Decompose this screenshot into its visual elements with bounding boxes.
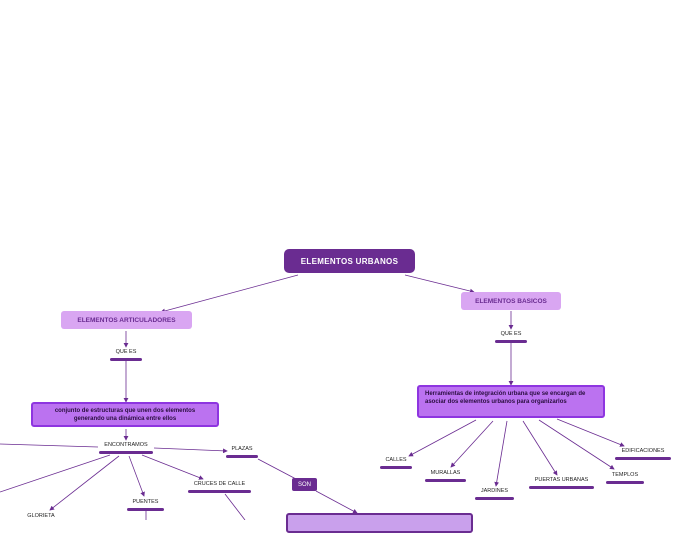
connector-son-box (315, 490, 358, 514)
right-item-jardines[interactable]: JARDINES (475, 488, 514, 500)
cruces-bar (188, 490, 251, 493)
connector-right-puertas (522, 420, 558, 476)
connector-right-murallas (450, 420, 494, 468)
calles-text: CALLES (385, 457, 407, 463)
jardines-bar (475, 497, 514, 500)
puertas-bar (529, 486, 594, 489)
left-definition-box[interactable]: conjunto de estructuras que unen dos ele… (31, 402, 219, 427)
templos-text: TEMPLOS (611, 472, 639, 478)
right-definition-box[interactable]: Herramientas de integración urbana que s… (417, 385, 605, 418)
right-item-edificaciones[interactable]: EDIFICACIONES (615, 448, 671, 460)
son-tag[interactable]: SON (292, 478, 317, 491)
murallas-text: MURALLAS (430, 470, 461, 476)
right-quees-text: QUE ES (500, 331, 522, 337)
connector-encontramos-cruces (141, 454, 204, 480)
glorieta-text: GLORIETA (27, 513, 55, 519)
templos-bar (606, 481, 644, 484)
encontramos-text: ENCONTRAMOS (104, 442, 148, 448)
right-item-calles[interactable]: CALLES (380, 457, 412, 469)
left-quees-label[interactable]: QUE ES (108, 349, 144, 361)
murallas-bar (425, 479, 466, 482)
connector-root-right (404, 274, 475, 294)
right-item-murallas[interactable]: MURALLAS (425, 470, 466, 482)
left-item-puentes[interactable]: PUENTES (127, 499, 164, 511)
connector-encontramos-glorieta (49, 455, 120, 511)
connector-encontramos-offleft (0, 443, 99, 448)
connector-right-edificaciones (556, 418, 625, 447)
right-item-templos[interactable]: TEMPLOS (606, 472, 644, 484)
right-branch-title[interactable]: ELEMENTOS BASICOS (461, 292, 561, 310)
right-item-puertas[interactable]: PUERTAS URBANAS (529, 477, 594, 489)
puentes-bar (127, 508, 164, 511)
connector-encontramos-plazas (153, 447, 228, 454)
connector-right-templos (538, 419, 615, 470)
right-quees-bar (495, 340, 527, 343)
son-text: SON (297, 481, 311, 488)
plazas-text: PLAZAS (231, 446, 253, 452)
connector-plazas-son (257, 458, 297, 480)
connector-encontramos-offbottom (0, 454, 111, 493)
connector-encontramos-puentes (128, 455, 145, 497)
right-branch-title-label: ELEMENTOS BASICOS (475, 297, 547, 305)
connector-right-jardines (494, 420, 508, 487)
jardines-text: JARDINES (480, 488, 509, 494)
puertas-text: PUERTAS URBANAS (534, 477, 589, 483)
calles-bar (380, 466, 412, 469)
encontramos-bar (99, 451, 153, 454)
plazas-definition-box[interactable] (286, 513, 473, 533)
edificaciones-bar (615, 457, 671, 460)
left-definition-text: conjunto de estructuras que unen dos ele… (54, 407, 196, 422)
left-branch-title[interactable]: ELEMENTOS ARTICULADORES (61, 311, 192, 329)
left-branch-title-label: ELEMENTOS ARTICULADORES (77, 316, 176, 324)
connector-lines (0, 274, 625, 520)
cruces-text: CRUCES DE CALLE (193, 481, 246, 487)
connector-root-left (160, 274, 299, 314)
puentes-text: PUENTES (132, 499, 159, 505)
left-quees-bar (110, 358, 142, 361)
left-quees-text: QUE ES (115, 349, 137, 355)
right-quees-label[interactable]: QUE ES (495, 331, 527, 343)
right-definition-text: Herramientas de integración urbana que s… (425, 391, 586, 405)
encontramos-label[interactable]: ENCONTRAMOS (98, 442, 154, 454)
plazas-bar (226, 455, 258, 458)
connector-cruces-down (224, 493, 246, 520)
left-item-plazas[interactable]: PLAZAS (226, 446, 258, 458)
edificaciones-text: EDIFICACIONES (621, 448, 665, 454)
root-label: ELEMENTOS URBANOS (300, 256, 399, 266)
connector-right-calles (408, 419, 477, 457)
root-node[interactable]: ELEMENTOS URBANOS (284, 249, 415, 273)
left-item-glorieta[interactable]: GLORIETA (22, 513, 60, 519)
left-item-cruces[interactable]: CRUCES DE CALLE (188, 481, 251, 493)
